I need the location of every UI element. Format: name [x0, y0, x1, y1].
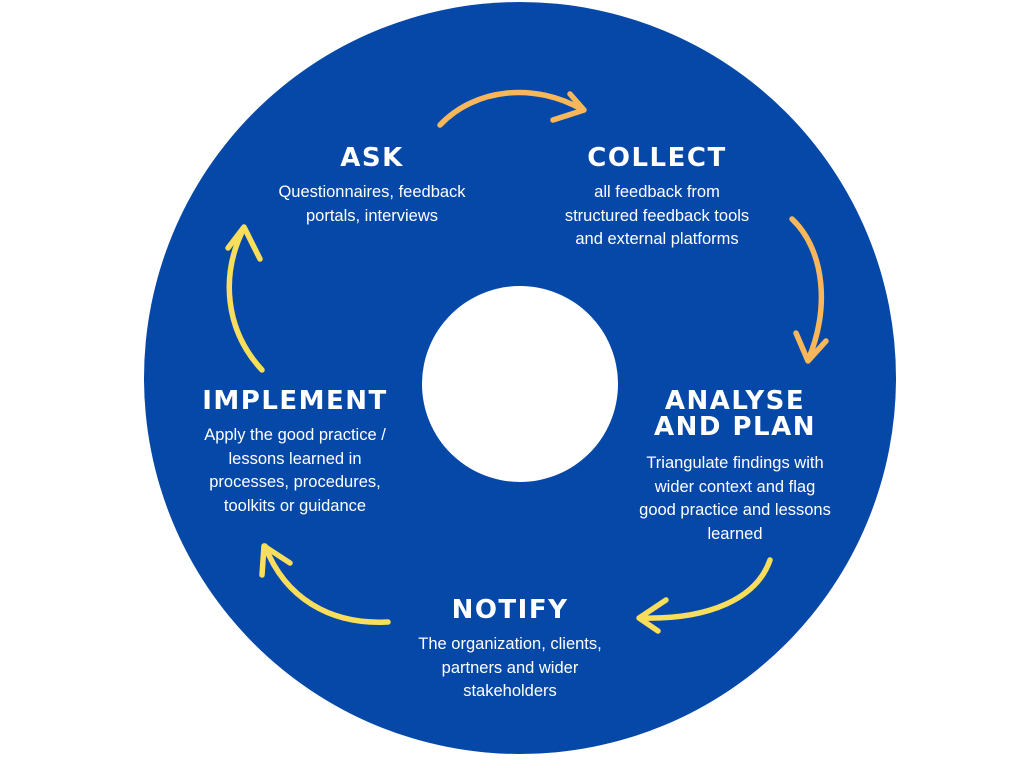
stage-analyse-and-plan: ANALYSE AND PLAN Triangulate findings wi…: [615, 388, 855, 546]
stage-description-implement: Apply the good practice / lessons learne…: [204, 426, 386, 515]
stage-description-notify: The organization, clients, partners and …: [418, 635, 602, 700]
stage-title-collect: COLLECT: [587, 143, 727, 173]
arrow-ask-to-collect-icon: [437, 89, 587, 128]
stage-collect: COLLECT all feedback from structured fee…: [532, 145, 782, 252]
arrow-implement-to-ask-icon: [225, 224, 265, 373]
stage-notify: NOTIFY The organization, clients, partne…: [390, 597, 630, 704]
stage-description-ask: Questionnaires, feedback portals, interv…: [278, 183, 466, 225]
stage-description-analyse-and-plan: Triangulate findings with wider context …: [639, 454, 831, 543]
stage-title-notify: NOTIFY: [451, 595, 569, 625]
arrow-analyse-to-notify-icon: [636, 557, 773, 634]
stage-title-ask: ASK: [340, 143, 404, 173]
stage-title-analyse-and-plan: ANALYSE AND PLAN: [653, 386, 817, 442]
arrow-notify-to-implement-icon: [259, 543, 391, 625]
stage-implement: IMPLEMENT Apply the good practice / less…: [170, 388, 420, 518]
stage-description-collect: all feedback from structured feedback to…: [564, 183, 750, 248]
stage-ask: ASK Questionnaires, feedback portals, in…: [252, 145, 492, 228]
center-hole: [422, 286, 618, 482]
arrow-collect-to-analyse-icon: [789, 216, 829, 364]
stage-title-implement: IMPLEMENT: [202, 386, 388, 416]
